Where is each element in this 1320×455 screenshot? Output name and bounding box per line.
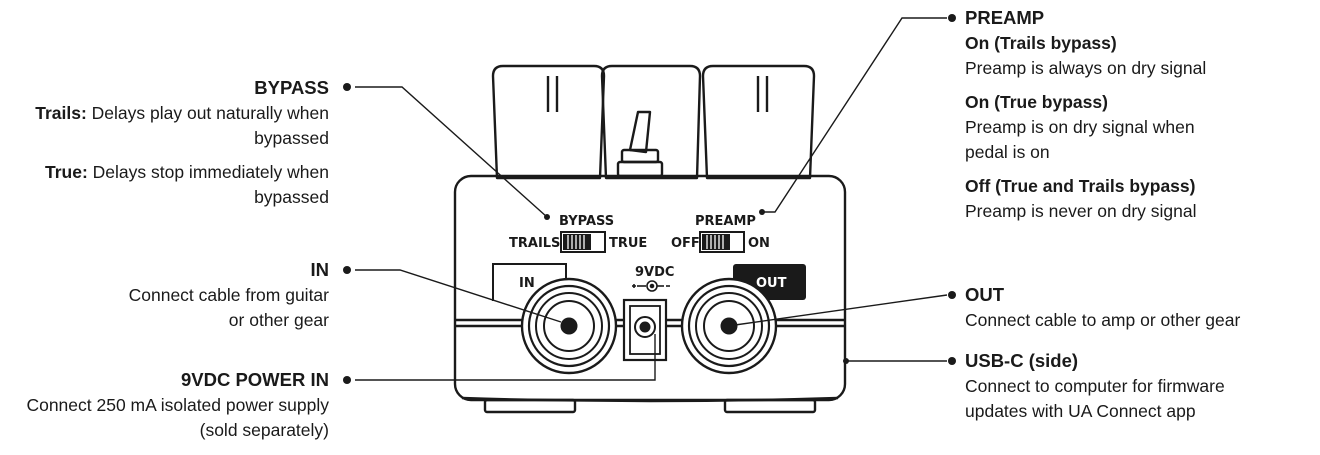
callout-bypass-trails: Trails: Delays play out naturally when b… [35, 103, 329, 148]
leader-in [355, 269, 562, 323]
bypass-switch [560, 231, 606, 253]
callout-preamp-opt1-text: Preamp is always on dry signal [965, 58, 1207, 78]
callout-preamp-opt3-title: Off (True and Trails bypass) [965, 176, 1196, 196]
callout-preamp-title: PREAMP [965, 7, 1045, 28]
callout-in-text: Connect cable from guitar or other gear [128, 285, 329, 330]
toggle-lever [628, 110, 652, 154]
callout-bypass-title: BYPASS [254, 77, 329, 98]
callout-power-title: 9VDC POWER IN [180, 369, 329, 390]
callout-out-title: OUT [965, 284, 1005, 305]
callout-bypass: BYPASS Trails: Delays play out naturally… [0, 75, 329, 210]
callout-out-text: Connect cable to amp or other gear [965, 310, 1241, 330]
leader-bypass [355, 86, 548, 218]
knob-right [701, 64, 816, 180]
out-jack [680, 277, 778, 375]
preamp-switch [699, 231, 745, 253]
pedal-label-off: OFF [671, 236, 700, 251]
pedal-label-trails: TRAILS [509, 236, 560, 251]
callout-in-title: IN [310, 259, 330, 280]
callout-preamp-opt2-text: Preamp is on dry signal when pedal is on [965, 117, 1195, 162]
callout-out: OUT Connect cable to amp or other gear [965, 282, 1315, 333]
in-tab [492, 263, 567, 301]
callout-preamp-opt2-title: On (True bypass) [965, 92, 1108, 112]
dc-jack [622, 298, 668, 362]
knob-center [600, 64, 702, 180]
callout-preamp: PREAMP On (Trails bypass) Preamp is alwa… [965, 5, 1305, 224]
dc-polarity-icon [632, 280, 670, 292]
pedal-label-on: ON [748, 236, 770, 251]
callout-usbc: USB-C (side) Connect to computer for fir… [965, 348, 1285, 424]
pedal-label-preamp: PREAMP [695, 214, 756, 229]
callout-power: 9VDC POWER IN Connect 250 mA isolated po… [0, 367, 329, 443]
callout-in: IN Connect cable from guitar or other ge… [109, 257, 329, 333]
leader-power [355, 334, 656, 381]
pedal-label-dc: 9VDC [635, 265, 674, 280]
callout-preamp-opt3-text: Preamp is never on dry signal [965, 201, 1197, 221]
callout-power-text: Connect 250 mA isolated power supply (so… [26, 395, 329, 440]
in-jack [520, 277, 618, 375]
callout-bypass-true: True: Delays stop immediately when bypas… [44, 162, 329, 207]
pedal-label-true: TRUE [609, 236, 647, 251]
callout-preamp-opt1-title: On (Trails bypass) [965, 33, 1117, 53]
knob-left [491, 64, 606, 180]
leader-out [734, 294, 948, 326]
callout-usbc-title: USB-C (side) [965, 350, 1079, 371]
pedal-label-bypass: BYPASS [559, 214, 614, 229]
pedal-label-in: IN [519, 276, 535, 291]
pedal-label-out: OUT [756, 276, 787, 291]
callout-usbc-text: Connect to computer for firmware updates… [965, 376, 1225, 421]
leader-preamp [762, 17, 947, 213]
